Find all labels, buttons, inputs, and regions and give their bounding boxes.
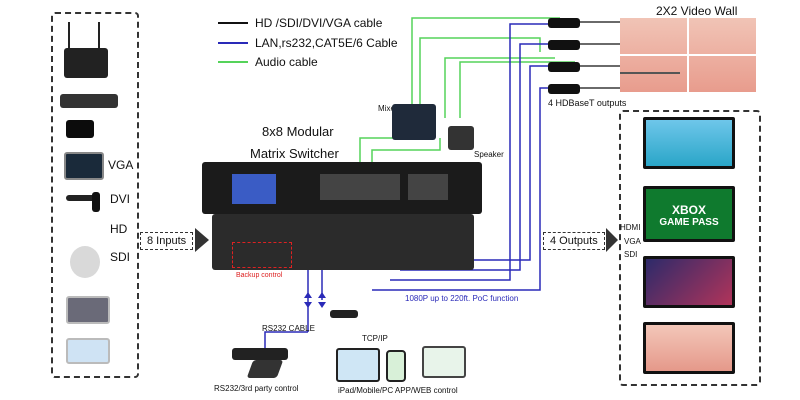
laptop-device: [66, 296, 110, 324]
control-button-panel: [408, 174, 448, 200]
audio-mixer-device: [392, 104, 436, 140]
ipad-device: [336, 348, 380, 382]
hdbaset-receiver-2: [548, 40, 580, 50]
input-label-sdi: SDI: [110, 250, 131, 264]
lan-line-4: [372, 87, 548, 291]
rs232-cable-line: [264, 331, 308, 350]
video-wall-display: [620, 18, 756, 92]
poc-function-label: 1080P up to 220ft. PoC function: [405, 294, 519, 303]
outputs-arrow-label: 4 Outputs: [550, 235, 598, 247]
outputs-arrow: 4 Outputs: [543, 232, 605, 250]
tv-xbox: XBOX GAME PASS: [643, 186, 735, 242]
rs232-controller-device: [232, 348, 288, 360]
rs232-cable-label: RS232 CABLE: [262, 324, 315, 333]
input-button-panel: [320, 174, 400, 200]
hdbaset-receiver-4: [548, 84, 580, 94]
rs232-arrow-up: [304, 292, 312, 298]
tcpip-arrow-up: [318, 292, 326, 298]
video-wall-divider-h: [620, 54, 756, 56]
audio-line-2: [419, 37, 541, 110]
ptz-camera-device: [70, 246, 100, 278]
tcpip-label: TCP/IP: [362, 334, 388, 343]
backup-control-highlight: [232, 242, 292, 268]
audio-line-1: [411, 17, 560, 110]
router-device: [64, 48, 108, 78]
input-label-hd: HD: [110, 222, 128, 236]
lcd-screen: [232, 174, 276, 204]
tv-beach: [643, 117, 735, 169]
audio-line-3: [444, 57, 555, 118]
legend-lan-label: LAN,rs232,CAT5E/6 Cable: [255, 36, 398, 50]
backup-control-label: Backup control: [236, 272, 283, 279]
legend-audio-label: Audio cable: [255, 55, 318, 69]
hdbaset-outputs-label: 4 HDBaseT outputs: [548, 98, 627, 108]
remote-device: [92, 192, 100, 212]
mixer-label: Mixer: [378, 104, 398, 113]
legend-hdmi-label: HD /SDI/DVI/VGA cable: [255, 16, 383, 30]
network-router-device: [330, 310, 358, 318]
speaker-label: Speaker: [474, 150, 504, 159]
outputs-arrow-head: [606, 228, 618, 252]
switcher-title-2: Matrix Switcher: [250, 146, 339, 161]
rs232-arrow-down: [304, 302, 312, 308]
router-antenna: [68, 22, 70, 48]
lan-line-1: [390, 23, 548, 281]
xbox-console-device: [66, 120, 94, 138]
speaker-device: [448, 126, 474, 150]
output-label-hdmi: HDMI: [620, 223, 641, 232]
tv-macos: [643, 256, 735, 308]
rs232-control-label: RS232/3rd party control: [214, 384, 299, 393]
hdbaset-receiver-1: [548, 18, 580, 28]
mobile-device: [386, 350, 406, 382]
audio-line-4: [459, 61, 575, 118]
tv-sunset: [643, 322, 735, 374]
inputs-arrow: 8 Inputs: [140, 232, 194, 250]
input-sources-box: [51, 12, 139, 378]
inputs-arrow-label: 8 Inputs: [147, 235, 187, 247]
laptop-vga-device: [64, 152, 104, 180]
tcpip-arrow-down: [318, 302, 326, 308]
video-wall-title: 2X2 Video Wall: [656, 4, 738, 18]
apple-tv-device: [66, 195, 96, 201]
inputs-arrow-head: [195, 228, 209, 252]
switcher-title-1: 8x8 Modular: [262, 124, 334, 139]
xbox-title: XBOX: [671, 203, 706, 217]
pc-monitor-device: [422, 346, 466, 378]
lan-line-2: [400, 43, 548, 271]
hdbaset-receiver-3: [548, 62, 580, 72]
pier-silhouette: [620, 72, 680, 74]
app-control-label: iPad/Mobile/PC APP/WEB control: [338, 386, 458, 395]
xbox-subtitle: GAME PASS: [659, 217, 719, 228]
laptop-device-2: [66, 338, 110, 364]
output-label-vga: VGA: [624, 237, 641, 246]
output-displays-box: [619, 110, 761, 386]
output-label-sdi: SDI: [624, 250, 638, 259]
input-label-dvi: DVI: [110, 192, 131, 206]
bluray-player-device: [60, 94, 118, 108]
router-antenna: [98, 22, 100, 48]
input-label-vga: VGA: [108, 158, 134, 172]
matrix-switcher-front: [202, 162, 482, 214]
